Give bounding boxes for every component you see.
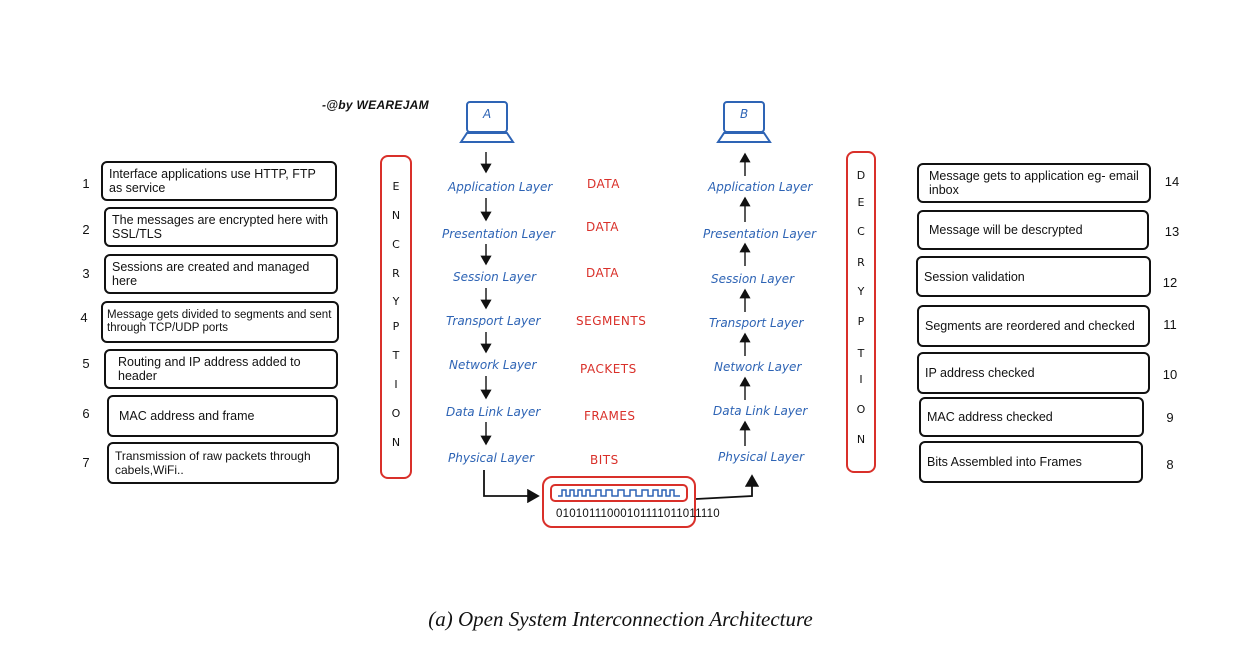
step-text: MAC address and frame: [119, 409, 255, 423]
encryption-letter: Y: [392, 295, 400, 308]
decryption-letter: T: [857, 347, 865, 360]
step-number: 14: [1164, 174, 1180, 189]
encryption-letter: T: [392, 349, 400, 362]
step-number: 9: [1166, 410, 1174, 425]
step-box: Segments are reordered and checked: [917, 305, 1150, 347]
sender-layer-label: Network Layer: [449, 358, 537, 372]
receiver-layer-label: Network Layer: [714, 360, 802, 374]
receiver-layer-label: Transport Layer: [709, 316, 804, 330]
step-text: Interface applications use HTTP, FTP as …: [109, 167, 316, 195]
step-text: Routing and IP address added to header: [118, 355, 301, 383]
receiver-layer-label: Presentation Layer: [703, 227, 817, 241]
step-number: 8: [1166, 457, 1174, 472]
encryption-box: E N C R Y P T I O N: [380, 155, 412, 479]
sender-layer-label: Transport Layer: [446, 314, 541, 328]
receiver-layer-label: Data Link Layer: [713, 404, 808, 418]
encryption-letter: N: [391, 436, 401, 449]
step-box: Message will be descrypted: [917, 210, 1149, 250]
step-number: 4: [80, 310, 88, 325]
step-text: The messages are encrypted here with SSL…: [112, 213, 329, 241]
step-box: Interface applications use HTTP, FTP as …: [101, 161, 337, 201]
author-credit: -@by WEAREJAM: [322, 98, 429, 112]
sender-layer-label: Application Layer: [448, 180, 553, 194]
encryption-letter: C: [392, 238, 400, 251]
sender-layer-label: Physical Layer: [448, 451, 535, 465]
pdu-label: FRAMES: [584, 409, 636, 423]
signal-waveform-box: [550, 484, 688, 502]
step-box: Transmission of raw packets through cabe…: [107, 442, 339, 484]
step-box: IP address checked: [917, 352, 1150, 394]
step-text: Message gets divided to segments and sen…: [107, 309, 332, 334]
step-box: MAC address and frame: [107, 395, 338, 437]
decryption-letter: R: [857, 256, 865, 269]
step-box: Bits Assembled into Frames: [919, 441, 1143, 483]
pdu-label: SEGMENTS: [576, 314, 647, 328]
step-number: 5: [82, 356, 90, 371]
pdu-label: DATA: [586, 266, 619, 280]
sender-layer-label: Presentation Layer: [442, 227, 556, 241]
host-a-computer-icon: A: [459, 100, 515, 144]
host-a-label: A: [483, 107, 492, 121]
receiver-layer-label: Application Layer: [708, 180, 813, 194]
decryption-letter: N: [856, 433, 866, 446]
step-box: Sessions are created and managed here: [104, 254, 338, 294]
encryption-letter: R: [392, 267, 400, 280]
encryption-letter: I: [394, 378, 398, 391]
step-text: Message will be descrypted: [929, 223, 1083, 237]
sender-layer-label: Data Link Layer: [446, 405, 541, 419]
pdu-label: DATA: [587, 177, 620, 191]
step-text: Transmission of raw packets through cabe…: [115, 449, 311, 477]
host-b-computer-icon: B: [716, 100, 772, 144]
step-text: Segments are reordered and checked: [925, 319, 1135, 333]
figure-caption: (a) Open System Interconnection Architec…: [428, 607, 813, 631]
step-box: Message gets divided to segments and sen…: [101, 301, 339, 343]
decryption-letter: P: [857, 315, 865, 328]
step-box: The messages are encrypted here with SSL…: [104, 207, 338, 247]
receiver-layer-label: Physical Layer: [718, 450, 805, 464]
receiver-layer-label: Session Layer: [711, 272, 795, 286]
transmission-medium-box: 01010111000101111011011110: [542, 476, 720, 528]
step-text: Sessions are created and managed here: [112, 260, 310, 288]
step-number: 10: [1162, 367, 1178, 382]
step-number: 13: [1164, 224, 1180, 239]
encryption-letter: E: [392, 180, 400, 193]
step-number: 6: [82, 406, 90, 421]
step-number: 11: [1163, 317, 1177, 332]
decryption-letter: D: [856, 169, 866, 182]
signal-wave-icon: [558, 489, 680, 497]
step-text: MAC address checked: [927, 410, 1053, 424]
step-text: Message gets to application eg- email in…: [929, 169, 1139, 197]
step-number: 1: [82, 176, 90, 191]
decryption-letter: E: [857, 196, 865, 209]
decryption-letter: C: [857, 225, 865, 238]
step-box: Routing and IP address added to header: [104, 349, 338, 389]
step-box: Message gets to application eg- email in…: [917, 163, 1151, 203]
sender-layer-label: Session Layer: [453, 270, 537, 284]
pdu-label: BITS: [590, 453, 619, 467]
step-box: MAC address checked: [919, 397, 1144, 437]
encryption-letter: O: [391, 407, 401, 420]
bit-stream: 01010111000101111011011110: [556, 508, 720, 520]
step-text: Session validation: [924, 269, 1025, 284]
decryption-letter: Y: [857, 285, 865, 298]
step-number: 12: [1162, 275, 1178, 290]
decryption-box: D E C R Y P T I O N: [846, 151, 876, 473]
step-number: 2: [82, 222, 90, 237]
host-b-label: B: [740, 107, 749, 121]
encryption-letter: P: [392, 320, 400, 333]
step-number: 7: [82, 455, 90, 470]
encryption-letter: N: [391, 209, 401, 222]
pdu-label: PACKETS: [580, 362, 637, 376]
pdu-label: DATA: [586, 220, 619, 234]
decryption-letter: I: [859, 373, 863, 386]
step-box: Session validation: [916, 256, 1151, 297]
decryption-letter: O: [856, 403, 866, 416]
step-text: IP address checked: [925, 366, 1035, 380]
step-number: 3: [82, 266, 90, 281]
step-text: Bits Assembled into Frames: [927, 455, 1082, 469]
